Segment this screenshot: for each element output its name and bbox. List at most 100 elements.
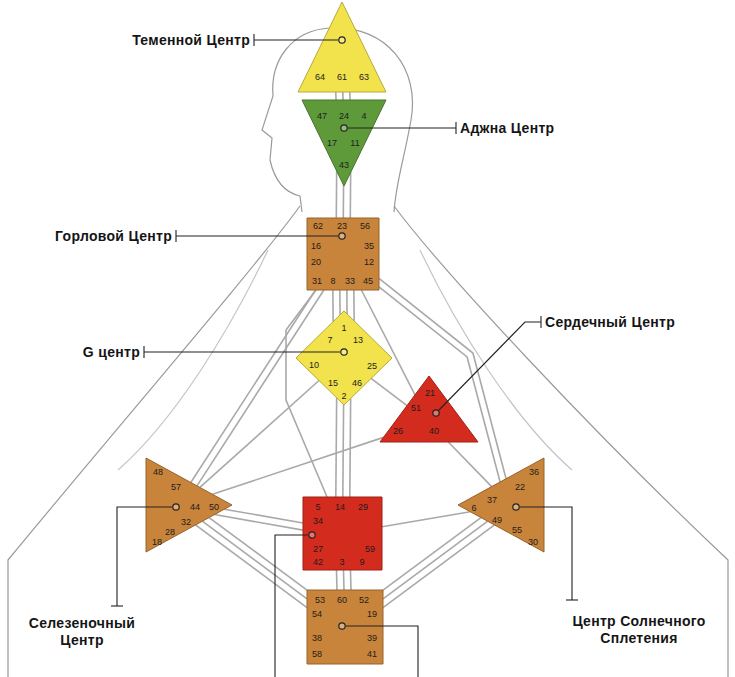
gate-number: 15 — [328, 379, 338, 388]
gate-number: 7 — [327, 336, 332, 345]
channel-line — [448, 442, 491, 487]
center-name: Аджна Центр — [460, 120, 660, 137]
gate-number: 38 — [312, 634, 322, 643]
channel-line — [353, 290, 355, 321]
leader-line — [439, 322, 541, 410]
channel-line — [335, 92, 337, 100]
gate-number: 39 — [367, 634, 377, 643]
center-fill — [307, 590, 383, 664]
center-node: 514293427594239 — [303, 497, 382, 570]
gate-number: 45 — [363, 277, 373, 286]
gate-number: 29 — [358, 503, 368, 512]
gate-number: 4 — [361, 112, 366, 121]
gate-number: 20 — [311, 258, 321, 267]
channel-line — [350, 570, 352, 590]
center-node: 536052541938395841 — [307, 590, 383, 664]
gate-number: 47 — [317, 112, 327, 121]
gate-number: 18 — [152, 538, 162, 547]
gate-number: 24 — [339, 112, 349, 121]
gate-number: 35 — [364, 242, 374, 251]
gate-number: 48 — [153, 468, 163, 477]
gate-number: 3 — [339, 558, 344, 567]
center-dot — [173, 504, 179, 510]
body-left — [8, 206, 300, 677]
gate-number: 31 — [312, 277, 322, 286]
gate-number: 56 — [360, 222, 370, 231]
gate-number: 11 — [350, 139, 359, 148]
gate-number: 2 — [341, 392, 346, 401]
gate-number: 53 — [315, 596, 325, 605]
channel-line — [215, 515, 303, 531]
channel-line — [383, 525, 494, 608]
gate-number: 61 — [337, 73, 347, 82]
channel-line — [339, 290, 341, 315]
center-node: Аджна Центр47244171143 — [302, 100, 386, 186]
gate-number: 50 — [209, 503, 219, 512]
channel-line — [197, 290, 324, 486]
leader-tick — [253, 34, 254, 46]
gate-number: 1 — [341, 324, 346, 333]
gate-number: 5 — [315, 503, 320, 512]
center-node: Теменной Центр646163 — [298, 2, 386, 92]
gate-number: 19 — [367, 610, 377, 619]
gate-number: 37 — [487, 496, 497, 505]
center-dot — [513, 504, 519, 510]
leader-line — [144, 351, 340, 352]
channel-line — [200, 380, 319, 487]
gate-number: 58 — [312, 650, 322, 659]
channel-line — [332, 290, 334, 322]
channel-line — [343, 570, 345, 590]
gate-number: 55 — [512, 526, 522, 535]
channel-line — [224, 509, 303, 523]
gate-number: 27 — [313, 545, 323, 554]
gate-number: 41 — [367, 650, 377, 659]
leader-line — [348, 127, 456, 128]
channel-line — [346, 290, 348, 314]
channel-line — [349, 172, 351, 218]
leader-tick — [455, 122, 456, 134]
gate-number: 60 — [337, 596, 347, 605]
leader-tick — [566, 599, 578, 600]
channel-line — [382, 512, 470, 527]
gate-number: 33 — [345, 277, 355, 286]
center-fill — [458, 458, 544, 552]
center-fill — [146, 458, 232, 552]
leader-tick — [111, 605, 123, 606]
leader-tick — [143, 346, 144, 358]
gate-number: 57 — [171, 483, 181, 492]
leader-tick — [540, 316, 541, 328]
channel-line — [209, 518, 307, 591]
center-fill — [296, 311, 392, 405]
leader-line — [254, 39, 338, 40]
channel-line — [191, 290, 316, 482]
gate-number: 6 — [471, 504, 476, 513]
center-dot — [341, 349, 347, 355]
channel-line — [383, 518, 481, 591]
gate-number: 46 — [352, 379, 362, 388]
gate-number: 62 — [313, 222, 323, 231]
gate-number: 25 — [367, 362, 377, 371]
gate-number: 8 — [330, 277, 335, 286]
center-node: Селезеночный Центр48574450322818 — [146, 458, 232, 552]
leader-line — [346, 626, 418, 677]
gate-number: 40 — [429, 427, 439, 436]
gate-number: 59 — [365, 545, 375, 554]
gate-number: 17 — [327, 139, 337, 148]
channel-line — [342, 185, 344, 218]
arm-left — [118, 250, 268, 470]
center-dot — [339, 623, 345, 629]
gate-number: 36 — [529, 468, 539, 477]
center-dot — [433, 410, 439, 416]
gate-number: 28 — [165, 528, 175, 537]
channel-line — [336, 570, 338, 590]
center-name: Центр Солнечного Сплетения — [552, 613, 726, 647]
gate-number: 30 — [528, 538, 538, 547]
gate-number: 22 — [515, 483, 525, 492]
center-fill — [298, 2, 386, 92]
gate-number: 23 — [337, 222, 347, 231]
gate-number: 9 — [359, 558, 364, 567]
center-name: Селезеночный Центр — [12, 615, 152, 649]
center-node: Горловой Центр622356163520123183345 — [307, 218, 379, 290]
center-node: Сердечный Центр21512640 — [380, 376, 478, 442]
